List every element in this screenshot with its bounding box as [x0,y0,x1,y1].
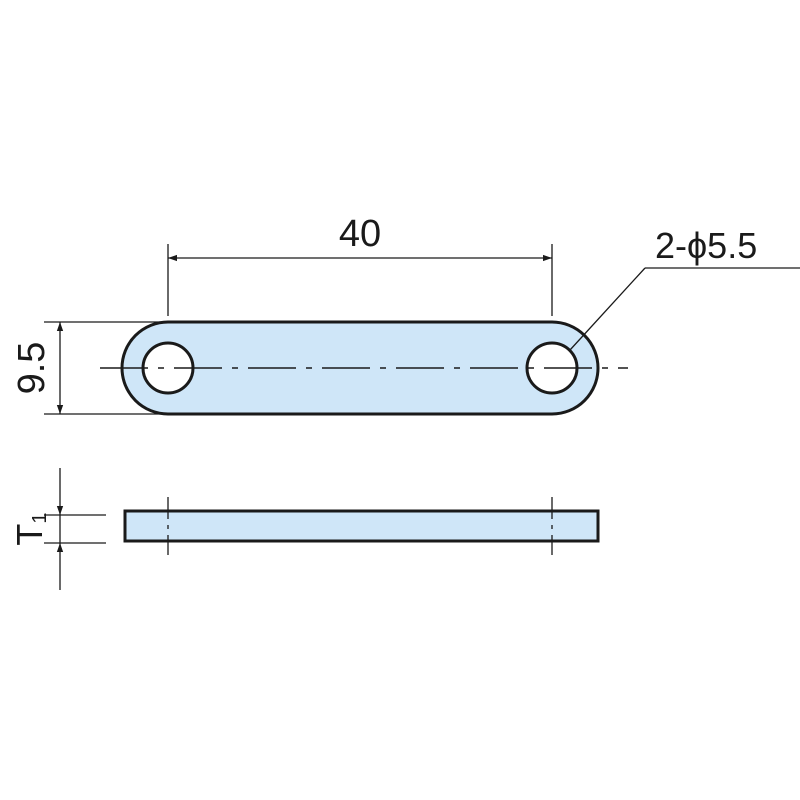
plate-top-view [100,320,628,416]
thickness-dimension: T1 [9,468,106,590]
hole-label: 2-ϕ5.5 [655,225,757,266]
length-label: 40 [339,213,381,255]
thickness-subscript: 1 [29,512,51,523]
thickness-letter: T [9,524,50,546]
plate-side-view [123,497,600,555]
callout-leader [569,267,646,351]
width-label: 9.5 [11,342,53,395]
side-outline [123,509,600,543]
hole-callout: 2-ϕ5.5 [569,225,800,351]
width-dimension: 9.5 [11,321,162,415]
thickness-label: T1 [9,512,51,545]
length-dimension: 40 [167,213,553,316]
